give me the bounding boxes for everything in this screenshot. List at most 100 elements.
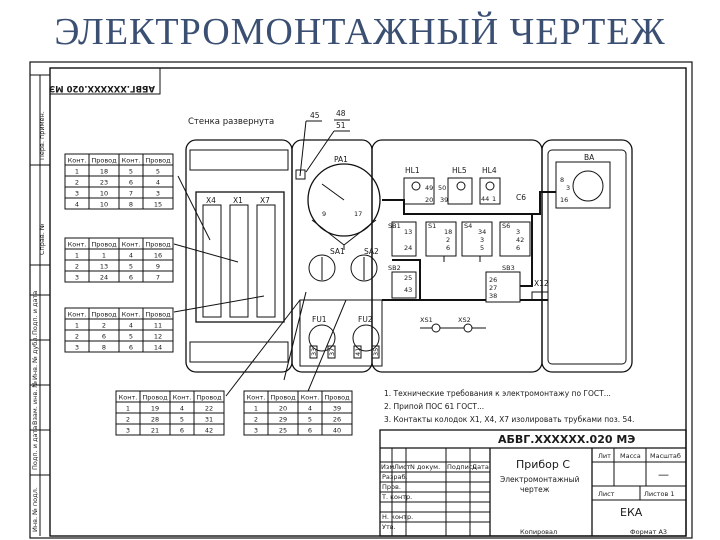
table-cell: 3: [75, 190, 79, 198]
table-cell: 3: [156, 190, 160, 198]
s1-label: S1: [428, 222, 436, 230]
table-cell: 5: [156, 168, 160, 176]
s4-term-34: 34: [478, 228, 486, 236]
tb-org: ЕКА: [620, 506, 643, 519]
wall-label: Стенка развернута: [188, 117, 274, 127]
pa1-label: PA1: [334, 155, 348, 164]
s1-term-6: 6: [446, 244, 450, 252]
hl5-label: HL5: [452, 166, 467, 175]
table-cell: 4: [75, 201, 79, 209]
table-header-cell: Конт.: [68, 157, 87, 165]
sb2-term-43: 43: [404, 286, 412, 294]
table-cell: 22: [205, 405, 213, 413]
table-cell: 1: [254, 405, 258, 413]
table-cell: 1: [75, 252, 79, 260]
sa2-label: SA2: [364, 247, 379, 256]
drawing-inner-frame: [49, 67, 687, 537]
tb-rev-list: Лист: [394, 463, 411, 471]
table-cell: 7: [129, 190, 133, 198]
fu2-term-41: 41: [354, 348, 362, 356]
tb-format: Формат А3: [630, 528, 667, 536]
table-cell: 21: [151, 427, 159, 435]
s6-term-3: 3: [516, 228, 520, 236]
table-cell: 24: [100, 274, 108, 282]
table-header-cell: Провод: [91, 157, 117, 165]
table-cell: 5: [308, 416, 312, 424]
table-cell: 3: [75, 344, 79, 352]
hl-term-20: 20: [425, 196, 433, 204]
c6-label: C6: [516, 193, 526, 202]
table-cell: 6: [308, 427, 312, 435]
stamp-perv-primen: Перв. примен.: [38, 111, 46, 160]
ba-label: BA: [584, 153, 595, 162]
table-header-cell: Провод: [145, 241, 171, 249]
fu1-term-37: 37: [328, 348, 336, 356]
table-cell: 18: [100, 168, 108, 176]
fuses: FU1 FU2 33 37 41 35: [308, 315, 380, 359]
table-cell: 6: [102, 333, 106, 341]
table-cell: 6: [129, 179, 133, 187]
sb3-label: SB3: [502, 264, 515, 272]
tb-role-prov: Пров.: [382, 483, 401, 491]
tb-list: Лист: [598, 490, 615, 498]
stamp-podp-data-2: Подп. и дата: [31, 426, 39, 470]
tb-name-1: Прибор С: [516, 458, 570, 471]
connector-x1: X1: [233, 196, 243, 205]
table-header-cell: Конт.: [173, 394, 192, 402]
table-header-cell: Провод: [91, 311, 117, 319]
table-cell: 8: [102, 344, 106, 352]
slide-title: ЭЛЕКТРОМОНТАЖНЫЙ ЧЕРТЕЖ: [54, 11, 666, 53]
table-cell: 14: [154, 344, 162, 352]
table-header-cell: Провод: [142, 394, 168, 402]
table-cell: 2: [75, 263, 79, 271]
tb-role-razrab: Разраб.: [382, 473, 408, 481]
table-cell: 5: [129, 333, 133, 341]
table-header-cell: Конт.: [247, 394, 266, 402]
table-cell: 25: [279, 427, 287, 435]
table-cell: 2: [254, 416, 258, 424]
table-cell: 2: [75, 179, 79, 187]
stamp-podp-data-1: Подп. и дата: [31, 291, 39, 335]
pa1-term-9: 9: [322, 210, 326, 218]
table-cell: 1: [75, 168, 79, 176]
sb2-label: SB2: [388, 264, 401, 272]
table-cell: 6: [129, 274, 133, 282]
sb3-term-38: 38: [489, 292, 497, 300]
table-cell: 3: [126, 427, 130, 435]
connector-x4: X4: [206, 196, 216, 205]
table-cell: 20: [279, 405, 287, 413]
table-cell: 4: [129, 252, 133, 260]
table-cell: 3: [75, 274, 79, 282]
fu2-label: FU2: [358, 315, 373, 324]
switch-row: SB1 S1 S4 S6 13 24 18 2 6 34 3 5 3 42 6: [388, 221, 531, 257]
tb-masshtab: Масштаб: [650, 452, 681, 460]
tb-role-utv: Утв.: [382, 523, 396, 531]
hl1-label: HL1: [405, 166, 420, 175]
ba-term-8: 8: [560, 176, 564, 184]
sa1-label: SA1: [330, 247, 345, 256]
x12-label: X12: [534, 279, 549, 288]
callouts: 45 48 51: [295, 109, 350, 180]
ba-term-16: 16: [560, 196, 568, 204]
table-cell: 4: [156, 179, 160, 187]
table-cell: 10: [100, 190, 108, 198]
hl-term-39: 39: [440, 196, 448, 204]
table-cell: 5: [129, 263, 133, 271]
title-block: АБВГ.XXXXXX.020 МЭ Прибор С Электромонта…: [379, 429, 687, 537]
sb2-term-25: 25: [404, 274, 412, 282]
side-stamp-column: Перв. примен. Справ. № Подп. и дата Инв.…: [30, 74, 50, 536]
sockets-xs: XS1 XS2: [420, 316, 486, 333]
s6-term-42: 42: [516, 236, 524, 244]
table-cell: 28: [151, 416, 159, 424]
fu1-term-33: 33: [310, 348, 318, 356]
callout-45: 45: [310, 111, 320, 120]
table-cell: 39: [333, 405, 341, 413]
table-cell: 40: [333, 427, 341, 435]
tb-lit: Лит: [598, 452, 611, 460]
table-cell: 29: [279, 416, 287, 424]
table-cell: 1: [75, 322, 79, 330]
table-header-cell: Провод: [145, 157, 171, 165]
